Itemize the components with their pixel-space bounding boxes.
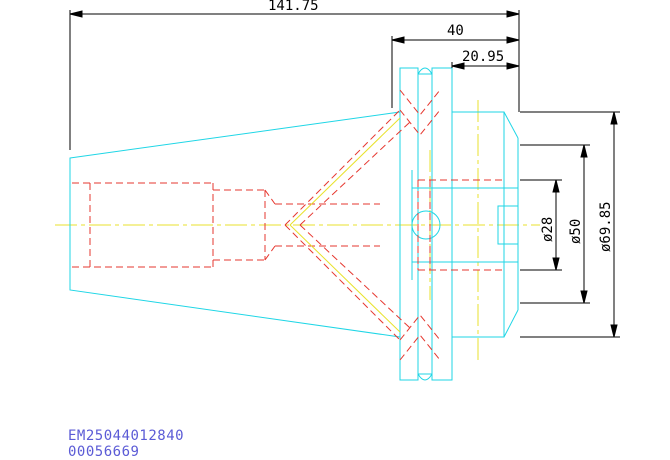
dimension-lines xyxy=(69,10,620,338)
hidden-lines xyxy=(72,89,504,361)
dim-dia-mid: ø50 xyxy=(568,219,584,244)
taper-trace xyxy=(289,117,401,333)
dim-flange-length: 40 xyxy=(447,23,464,39)
dim-shank-length: 20.95 xyxy=(462,49,504,65)
part-number: 00056669 xyxy=(68,444,140,460)
dim-dia-large: ø69.85 xyxy=(598,201,614,252)
centerline xyxy=(55,100,540,360)
dim-overall-length: 141.75 xyxy=(268,0,319,14)
dim-dia-small: ø28 xyxy=(540,217,556,242)
part-code: EM25044012840 xyxy=(68,428,185,444)
